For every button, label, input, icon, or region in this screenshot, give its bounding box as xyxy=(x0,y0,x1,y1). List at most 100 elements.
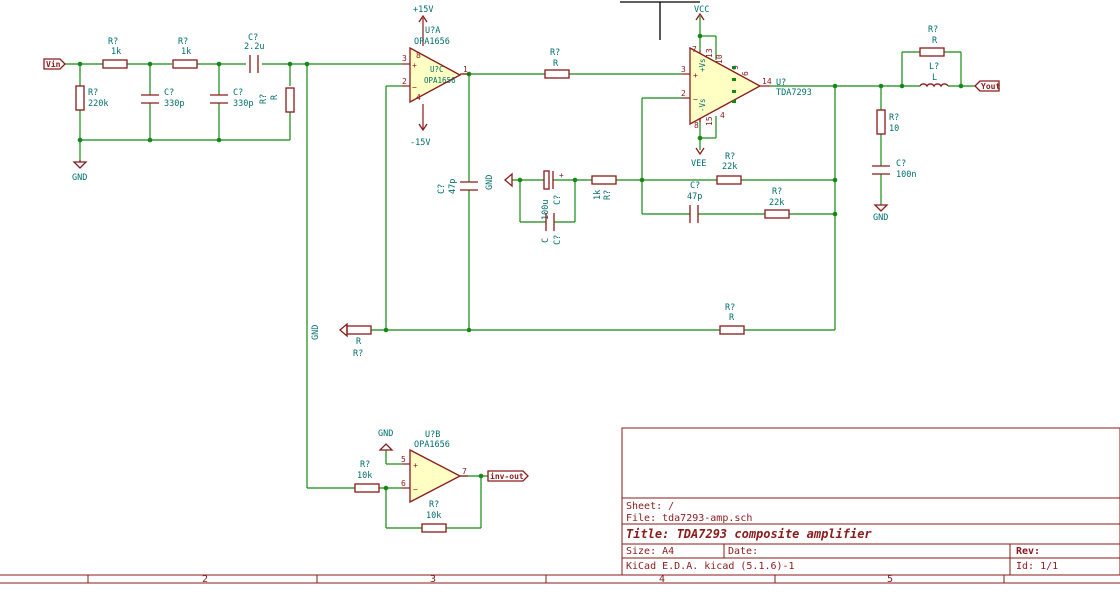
inductor-output[interactable]: L? L xyxy=(919,62,949,88)
vee-label: VEE xyxy=(691,159,706,169)
c-bootstrap2-value: C xyxy=(541,238,551,243)
u7a-inner-ref: U?C xyxy=(430,65,444,74)
power-vee: VEE xyxy=(691,147,706,169)
u7b-ref: U?B xyxy=(425,430,440,440)
gnd-label-feedback: GND xyxy=(311,325,321,340)
resistor-22k-b[interactable]: R? 22k xyxy=(764,187,790,219)
out-r-ref: R? xyxy=(928,25,938,35)
u7b-pin7: 7 xyxy=(462,467,467,476)
r-gnd-ref: R? xyxy=(353,349,363,359)
resistor-output[interactable]: R? R xyxy=(919,25,945,57)
resistor-mid[interactable]: R? R xyxy=(544,48,570,79)
resistor-u7b-feedback[interactable]: R? 10k xyxy=(421,500,447,533)
tb-sheet: Sheet: / xyxy=(626,501,674,512)
c-47p-b-value: 47p xyxy=(687,192,702,202)
svg-text:−: − xyxy=(413,485,418,494)
c2-value: 330p xyxy=(233,99,253,109)
gnd-label-bootstrap: GND xyxy=(485,175,495,190)
c-47p-opa-value: 47p xyxy=(448,179,458,194)
capacitor-47p-opa[interactable]: C? 47p xyxy=(437,179,478,194)
resistor-outer-feedback[interactable]: R? R xyxy=(719,303,745,335)
r-1k-ref: R? xyxy=(603,190,613,200)
p15v-label: +15V xyxy=(413,5,433,15)
u7b-rfb-ref: R? xyxy=(429,500,439,510)
svg-text:-Vs: -Vs xyxy=(698,98,707,112)
c2-ref: C? xyxy=(233,88,243,98)
c-coupling-value: 2.2u xyxy=(244,42,264,52)
u7b-pin5: 5 xyxy=(401,455,406,464)
u7a-pin1: 1 xyxy=(463,65,468,74)
tda-value: TDA7293 xyxy=(776,88,812,98)
resistor-22k-a[interactable]: R? 22k xyxy=(716,152,742,185)
r-bias-value: R xyxy=(270,94,280,100)
resistor-shunt[interactable]: R? 220k xyxy=(75,85,108,111)
capacitor-100u[interactable]: + 100u C? xyxy=(541,170,564,220)
r-shunt-value: 220k xyxy=(88,99,108,109)
u7a-pin8: 8 xyxy=(416,51,421,60)
c1-value: 330p xyxy=(164,99,184,109)
r1-ref: R? xyxy=(108,37,118,47)
u7a-pin3: 3 xyxy=(402,54,407,63)
out-r-value: R xyxy=(932,36,938,46)
resistor-bias[interactable]: R? R xyxy=(259,87,295,113)
tda-pin6: 6 xyxy=(741,71,750,76)
title-block: Sheet: / File: tda7293-amp.sch Title: TD… xyxy=(621,427,1120,576)
svg-text:+Vs: +Vs xyxy=(698,58,707,72)
port-yout[interactable]: Yout xyxy=(974,80,1000,92)
r-outer-fb-value: R xyxy=(729,313,735,323)
resistor-r2[interactable]: R? 1k xyxy=(172,37,198,69)
frame-col-3: 3 xyxy=(430,574,436,585)
tda-ref: U? xyxy=(776,78,786,88)
resistor-u7b-input[interactable]: R? 10k xyxy=(354,460,380,493)
u7b-rin-value: 10k xyxy=(357,471,372,481)
zobel-r-ref: R? xyxy=(889,113,899,123)
svg-text:+: + xyxy=(412,61,417,70)
r-mid-ref: R? xyxy=(550,48,560,58)
tb-size: Size: A4 xyxy=(626,546,674,557)
gnd-symbol-input: GND xyxy=(72,160,88,183)
capacitor-c-bootstrap[interactable]: C C? xyxy=(541,213,563,245)
c-47p-opa-ref: C? xyxy=(437,184,447,194)
tda-pin4: 4 xyxy=(720,111,725,120)
port-inv-out[interactable]: inv-out xyxy=(487,470,529,482)
tda-pin3: 3 xyxy=(681,65,686,74)
vcc-label: VCC xyxy=(694,5,709,15)
tb-rev: Rev: xyxy=(1016,546,1040,557)
svg-text:+: + xyxy=(693,71,698,80)
gnd-symbol-bootstrap: GND xyxy=(485,172,513,190)
tb-file: File: tda7293-amp.sch xyxy=(626,513,752,524)
capacitor-47p-b[interactable]: C? 47p xyxy=(687,181,702,223)
resistor-1k-bootstrap[interactable]: 1k R? xyxy=(591,175,617,200)
capacitor-c1[interactable]: C? 330p xyxy=(141,88,184,109)
svg-text:−: − xyxy=(693,95,698,104)
c1-ref: C? xyxy=(164,88,174,98)
drawing-frame: 2 3 4 5 xyxy=(0,574,1120,585)
port-vin[interactable]: Vin xyxy=(43,58,66,70)
power-vcc: VCC xyxy=(694,5,709,21)
capacitor-coupling[interactable]: C? 2.2u xyxy=(244,33,264,73)
poweramp-tda7293[interactable]: 3 2 7 13 10 9 6 8 15 4 14 + − +Vs -Vs U?… xyxy=(681,45,812,130)
resistor-gnd[interactable]: R R? xyxy=(346,325,372,359)
resistor-zobel[interactable]: R? 10 xyxy=(876,109,899,135)
tda-pin10: 10 xyxy=(715,54,724,64)
opamp-u7b[interactable]: 5 6 7 + − U?B OPA1656 xyxy=(401,430,468,504)
gnd-label-input: GND xyxy=(72,173,87,183)
zobel-c-ref: C? xyxy=(896,159,906,169)
capacitor-c2[interactable]: C? 330p xyxy=(210,88,253,109)
resistor-r1[interactable]: R? 1k xyxy=(102,37,128,69)
c-coupling-ref: C? xyxy=(248,33,258,43)
svg-text:+: + xyxy=(413,461,418,470)
capacitor-zobel[interactable]: C? 100n xyxy=(872,159,916,180)
r-mid-value: R xyxy=(553,59,559,69)
r2-value: 1k xyxy=(181,47,191,57)
gnd-symbol-u7b: GND xyxy=(378,429,394,451)
tda-pin13: 13 xyxy=(705,48,714,58)
r-22k-a-ref: R? xyxy=(725,152,735,162)
r-22k-a-value: 22k xyxy=(722,162,737,172)
u7a-pin2: 2 xyxy=(402,77,407,86)
gnd-label-zobel: GND xyxy=(873,213,888,223)
gnd-symbol-feedback: GND xyxy=(311,322,348,340)
r-1k-value: 1k xyxy=(593,190,603,200)
opamp-u7a[interactable]: 3 2 1 8 4 + − U?A OPA1656 U?C OPA1656 xyxy=(402,26,469,104)
